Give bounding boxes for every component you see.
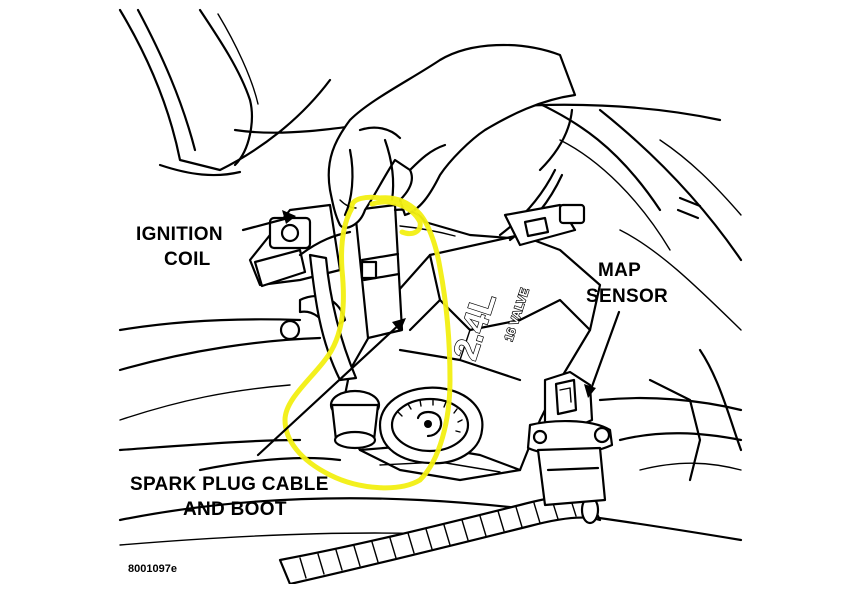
- highlight-outline: [282, 194, 453, 491]
- figure-id: 8001097e: [128, 563, 177, 575]
- spark-plug-label-line1: SPARK PLUG CABLE: [130, 474, 329, 495]
- ignition-coil-label-line1: IGNITION: [136, 224, 223, 245]
- hand: [327, 43, 577, 229]
- map-sensor-assembly: [526, 370, 614, 507]
- leader-arrows: [241, 210, 621, 457]
- ignition-coil-label-line2: COIL: [164, 249, 211, 270]
- map-sensor-label-line2: SENSOR: [586, 286, 668, 307]
- highlight-inner: [369, 199, 423, 237]
- map-sensor-label-line1: MAP: [598, 260, 641, 281]
- oil-filler-cap: [378, 386, 484, 465]
- corrugated-hose: [278, 495, 602, 586]
- wire-harness: [498, 108, 586, 247]
- spark-plug-cable: [308, 203, 512, 450]
- callout-labels: IGNITION COIL MAP SENSOR SPARK PLUG CABL…: [128, 224, 668, 575]
- spark-plug-label-line2: AND BOOT: [183, 499, 287, 520]
